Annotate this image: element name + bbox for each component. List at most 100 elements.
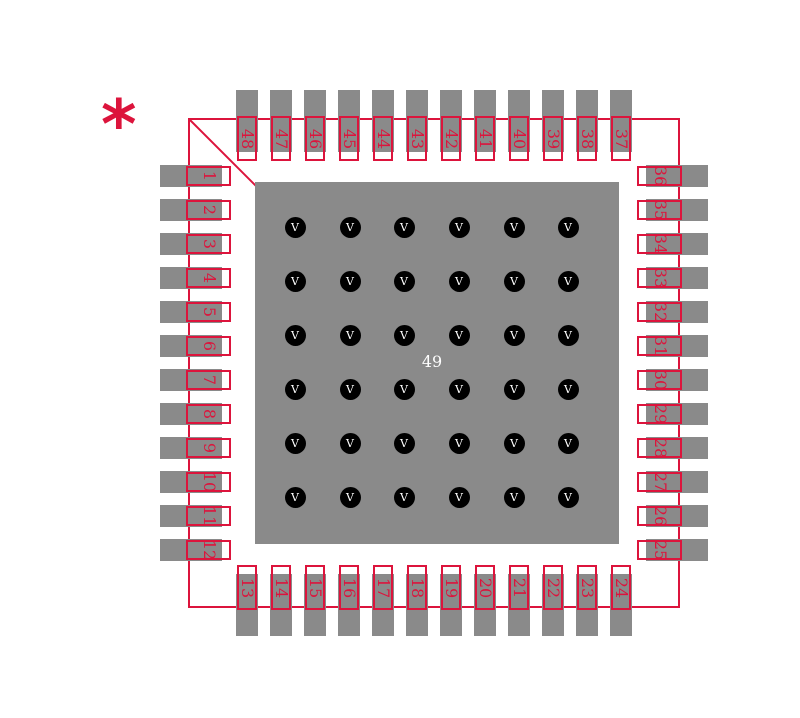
pin-number: 40 (510, 128, 529, 149)
pin-number: 20 (476, 577, 495, 598)
pin-number: 29 (650, 403, 670, 425)
pin-pad-38 (576, 90, 598, 152)
pin-pad-2 (160, 199, 222, 221)
thermal-via-18: V (557, 324, 579, 346)
pin-outline-3: 3 (186, 234, 231, 254)
pin-number: 11 (199, 505, 219, 527)
thermal-via-8: V (339, 270, 361, 292)
pin-number: 9 (199, 442, 219, 454)
thermal-via-24: V (557, 378, 579, 400)
pin-pad-36 (646, 165, 708, 187)
pin-pad-25 (646, 539, 708, 561)
pin-pad-16 (338, 574, 360, 636)
pin-pad-39 (542, 90, 564, 152)
pin-number: 15 (306, 577, 325, 598)
thermal-via-33: V (393, 486, 415, 508)
pin-pad-8 (160, 403, 222, 425)
pin-number: 2 (199, 204, 219, 216)
pin-pad-7 (160, 369, 222, 391)
pin-outline-10: 10 (186, 472, 231, 492)
thermal-via-19: V (284, 378, 306, 400)
pin-pad-20 (474, 574, 496, 636)
pin-outline-25: 25 (637, 540, 682, 560)
pin-outline-15: 15 (305, 565, 325, 610)
pin-number: 24 (612, 577, 631, 598)
pin-number: 31 (650, 335, 670, 357)
pin-outline-19: 19 (441, 565, 461, 610)
pin-number: 38 (578, 128, 597, 149)
pin-number: 39 (544, 128, 563, 149)
pin-number: 18 (408, 577, 427, 598)
pin-pad-35 (646, 199, 708, 221)
pin-pad-23 (576, 574, 598, 636)
pin-pad-46 (304, 90, 326, 152)
pin-number: 12 (199, 539, 219, 561)
pin-pad-37 (610, 90, 632, 152)
pin-number: 30 (650, 369, 670, 391)
pin-outline-21: 21 (509, 565, 529, 610)
pin-outline-38: 38 (577, 116, 597, 161)
pin-outline-29: 29 (637, 404, 682, 424)
thermal-via-28: V (448, 432, 470, 454)
pin-pad-42 (440, 90, 462, 152)
pin-pad-17 (372, 574, 394, 636)
pin-pad-26 (646, 505, 708, 527)
pin-outline-28: 28 (637, 438, 682, 458)
thermal-via-27: V (393, 432, 415, 454)
pin-outline-37: 37 (611, 116, 631, 161)
pin-pad-18 (406, 574, 428, 636)
pin-pad-44 (372, 90, 394, 152)
thermal-via-3: V (393, 216, 415, 238)
pin-number: 7 (199, 374, 219, 386)
pin-pad-11 (160, 505, 222, 527)
pin-number: 19 (442, 577, 461, 598)
pin-pad-32 (646, 301, 708, 323)
pin-number: 17 (374, 577, 393, 598)
pin-outline-45: 45 (339, 116, 359, 161)
thermal-via-2: V (339, 216, 361, 238)
pin-outline-12: 12 (186, 540, 231, 560)
thermal-via-34: V (448, 486, 470, 508)
pin-outline-31: 31 (637, 336, 682, 356)
pin-outline-20: 20 (475, 565, 495, 610)
pin-pad-12 (160, 539, 222, 561)
pin-outline-27: 27 (637, 472, 682, 492)
pin-pad-33 (646, 267, 708, 289)
pin-outline-34: 34 (637, 234, 682, 254)
pin-pad-48 (236, 90, 258, 152)
pin-number: 42 (442, 128, 461, 149)
thermal-via-23: V (503, 378, 525, 400)
pin-outline-17: 17 (373, 565, 393, 610)
pin-number: 10 (199, 471, 219, 493)
pin-outline-22: 22 (543, 565, 563, 610)
pin-pad-9 (160, 437, 222, 459)
thermal-via-10: V (448, 270, 470, 292)
thermal-via-22: V (448, 378, 470, 400)
pin-outline-18: 18 (407, 565, 427, 610)
pin-outline-1: 1 (186, 166, 231, 186)
pin-number: 46 (306, 128, 325, 149)
pin-number: 1 (199, 170, 219, 182)
thermal-via-16: V (448, 324, 470, 346)
pin-number: 8 (199, 408, 219, 420)
pin-number: 35 (650, 199, 670, 221)
thermal-via-11: V (503, 270, 525, 292)
pin-number: 21 (510, 577, 529, 598)
pin-pad-47 (270, 90, 292, 152)
pin-pad-21 (508, 574, 530, 636)
thermal-via-7: V (284, 270, 306, 292)
pin-pad-10 (160, 471, 222, 493)
thermal-via-12: V (557, 270, 579, 292)
pin-pad-1 (160, 165, 222, 187)
pin-number: 36 (650, 165, 670, 187)
thermal-via-30: V (557, 432, 579, 454)
pin-pad-29 (646, 403, 708, 425)
thermal-via-14: V (339, 324, 361, 346)
pin-pad-30 (646, 369, 708, 391)
pin-outline-43: 43 (407, 116, 427, 161)
thermal-via-5: V (503, 216, 525, 238)
pin-number: 33 (650, 267, 670, 289)
pin-number: 28 (650, 437, 670, 459)
